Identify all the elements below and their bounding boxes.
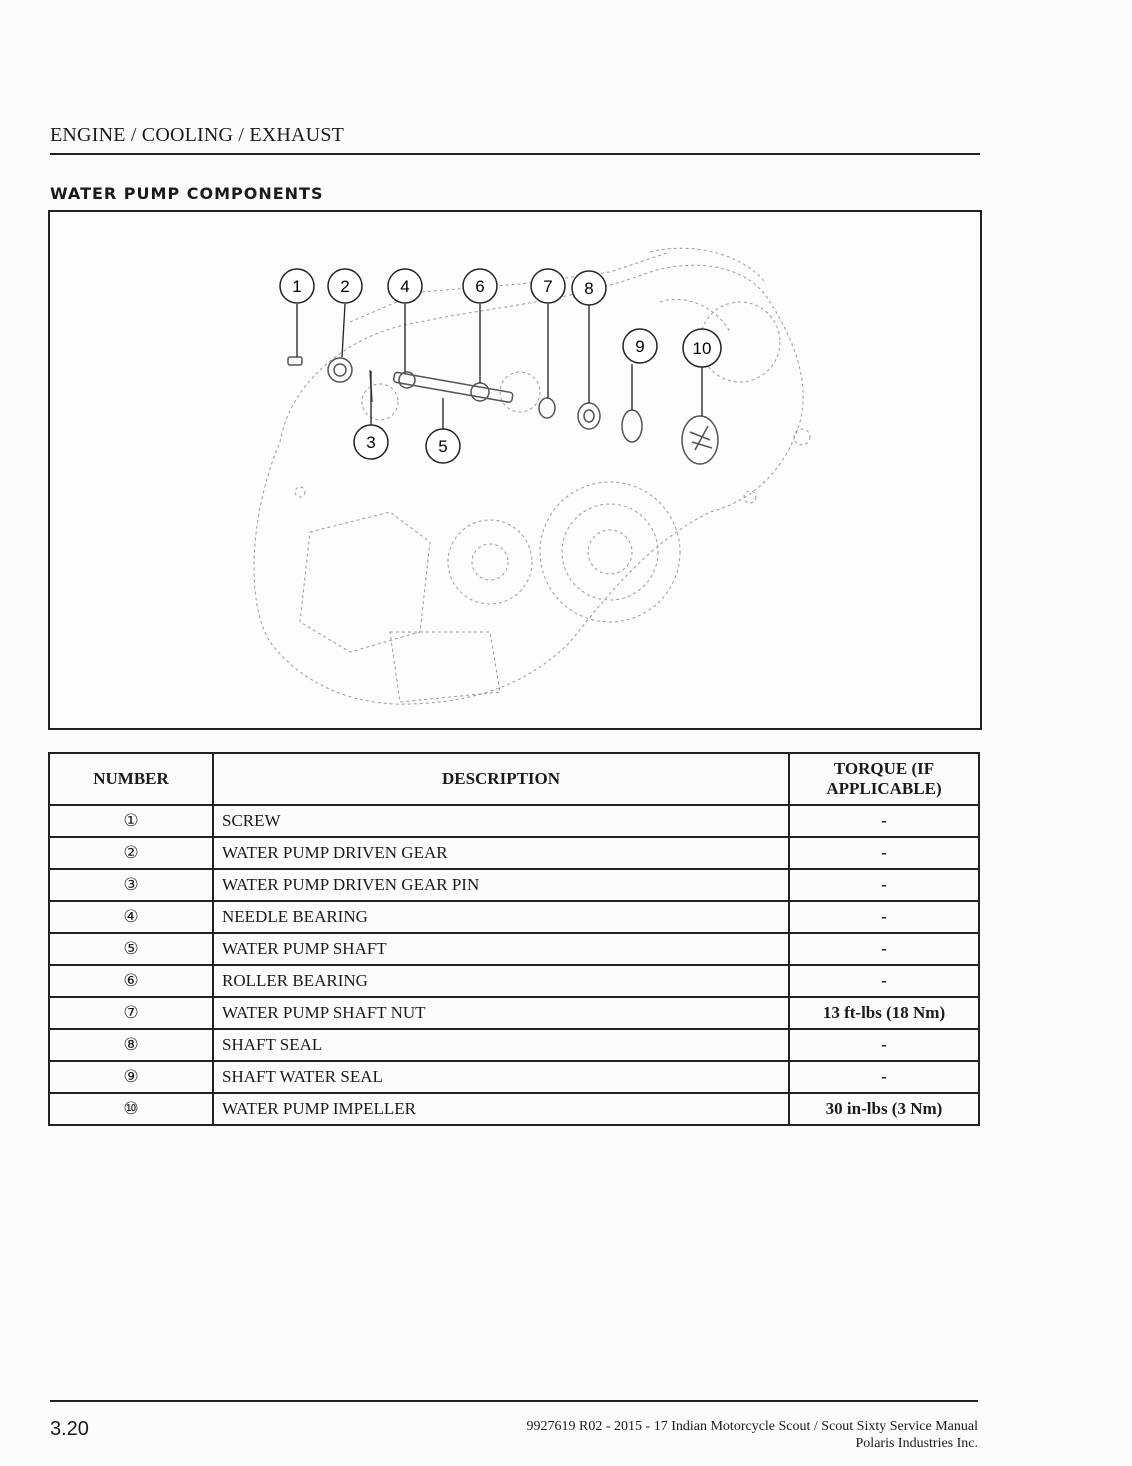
- row-torque: -: [788, 804, 980, 838]
- row-number: ⑦: [48, 996, 214, 1030]
- callout-7: 7: [530, 268, 566, 304]
- callout-5-label: 5: [438, 437, 447, 456]
- row-number: ⑩: [48, 1092, 214, 1126]
- callout-5: 5: [425, 428, 461, 464]
- row-number: ④: [48, 900, 214, 934]
- footer-manual-info: 9927619 R02 - 2015 - 17 Indian Motorcycl…: [527, 1418, 978, 1452]
- roller-bearing-part: [470, 382, 490, 402]
- header-torque: TORQUE (IF APPLICABLE): [788, 752, 980, 806]
- callout-8-label: 8: [584, 279, 593, 298]
- row-torque: 13 ft-lbs (18 Nm): [788, 996, 980, 1030]
- page-number: 3.20: [50, 1418, 89, 1440]
- row-description: WATER PUMP IMPELLER: [212, 1092, 790, 1126]
- engine-diagram: 1 2 4 6 7 8 9 10 3 5: [48, 210, 982, 730]
- row-torque: -: [788, 932, 980, 966]
- row-torque: -: [788, 964, 980, 998]
- callout-6: 6: [462, 268, 498, 304]
- row-torque: -: [788, 1060, 980, 1094]
- row-description: SCREW: [212, 804, 790, 838]
- row-description: WATER PUMP SHAFT NUT: [212, 996, 790, 1030]
- row-description: WATER PUMP DRIVEN GEAR PIN: [212, 868, 790, 902]
- row-description: SHAFT SEAL: [212, 1028, 790, 1062]
- header-number: NUMBER: [48, 752, 214, 806]
- engine-outline: [253, 247, 811, 705]
- row-torque: -: [788, 836, 980, 870]
- row-number: ②: [48, 836, 214, 870]
- row-description: SHAFT WATER SEAL: [212, 1060, 790, 1094]
- seal-part: [577, 402, 601, 430]
- screw-part: [287, 356, 303, 366]
- row-torque: -: [788, 900, 980, 934]
- callout-2-label: 2: [340, 277, 349, 296]
- header-title: ENGINE / COOLING / EXHAUST: [50, 124, 345, 146]
- row-torque: -: [788, 1028, 980, 1062]
- row-description: ROLLER BEARING: [212, 964, 790, 998]
- gear-part: [327, 357, 353, 383]
- row-torque: -: [788, 868, 980, 902]
- header-description: DESCRIPTION: [212, 752, 790, 806]
- row-description: WATER PUMP SHAFT: [212, 932, 790, 966]
- callout-8: 8: [571, 270, 607, 306]
- callout-9-label: 9: [635, 337, 644, 356]
- leader-lines: [296, 303, 703, 430]
- callout-6-label: 6: [475, 277, 484, 296]
- section-title: WATER PUMP COMPONENTS: [50, 184, 324, 203]
- callout-4-label: 4: [400, 277, 409, 296]
- callout-4: 4: [387, 268, 423, 304]
- row-number: ⑥: [48, 964, 214, 998]
- callout-1: 1: [279, 268, 315, 304]
- callout-circles: 1 2 4 6 7 8 9 10 3 5: [279, 268, 722, 464]
- row-torque: 30 in-lbs (3 Nm): [788, 1092, 980, 1126]
- exploded-parts: [287, 356, 719, 465]
- callout-1-label: 1: [292, 277, 301, 296]
- callout-10-label: 10: [693, 339, 712, 358]
- callout-2: 2: [327, 268, 363, 304]
- footer-line-2: Polaris Industries Inc.: [855, 1436, 978, 1451]
- footer-line-1: 9927619 R02 - 2015 - 17 Indian Motorcycl…: [526, 1419, 978, 1434]
- callout-3: 3: [353, 424, 389, 460]
- callout-10: 10: [682, 328, 722, 368]
- row-description: NEEDLE BEARING: [212, 900, 790, 934]
- table-header-row: NUMBER DESCRIPTION TORQUE (IF APPLICABLE…: [48, 752, 980, 806]
- callout-3-label: 3: [366, 433, 375, 452]
- row-number: ⑧: [48, 1028, 214, 1062]
- row-number: ③: [48, 868, 214, 902]
- callout-9: 9: [622, 328, 658, 364]
- row-number: ⑤: [48, 932, 214, 966]
- nut-part: [538, 397, 556, 419]
- row-number: ⑨: [48, 1060, 214, 1094]
- footer-divider: [50, 1400, 978, 1402]
- needle-bearing-part: [398, 371, 416, 389]
- water-seal-part: [621, 409, 643, 443]
- components-table: NUMBER DESCRIPTION TORQUE (IF APPLICABLE…: [48, 752, 980, 1126]
- shaft-part: [392, 371, 514, 403]
- callout-7-label: 7: [543, 277, 552, 296]
- row-number: ①: [48, 804, 214, 838]
- page-header: ENGINE / COOLING / EXHAUST: [50, 124, 980, 155]
- engine-drawing: 1 2 4 6 7 8 9 10 3 5: [253, 247, 811, 705]
- impeller-part: [681, 415, 719, 465]
- row-description: WATER PUMP DRIVEN GEAR: [212, 836, 790, 870]
